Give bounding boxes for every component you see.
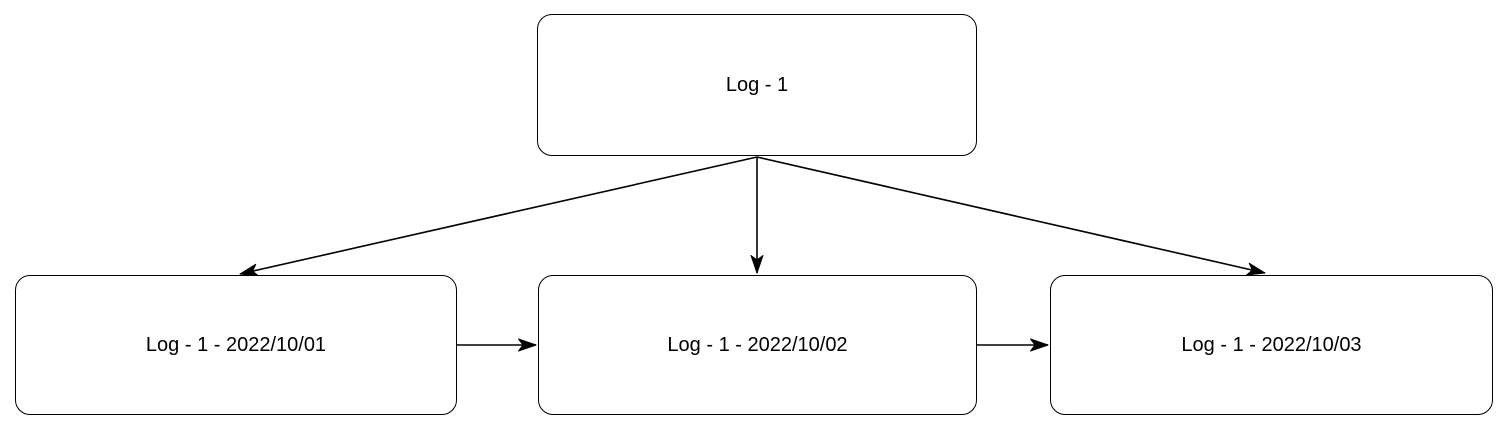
node-log-1: Log - 1 — [537, 14, 977, 156]
node-log-1-2022-10-01: Log - 1 - 2022/10/01 — [15, 275, 457, 415]
node-log-1-label: Log - 1 — [725, 74, 789, 96]
node-log-1-2022-10-02-label: Log - 1 - 2022/10/02 — [667, 334, 848, 356]
edge-arrow-root-to-day1 — [239, 156, 758, 277]
node-log-1-2022-10-01-label: Log - 1 - 2022/10/01 — [145, 334, 327, 356]
node-log-1-2022-10-02: Log - 1 - 2022/10/02 — [538, 275, 977, 415]
edge-arrow-root-to-day3 — [756, 156, 1266, 276]
node-log-1-2022-10-03: Log - 1 - 2022/10/03 — [1050, 275, 1493, 415]
node-log-1-2022-10-03-label: Log - 1 - 2022/10/03 — [1181, 334, 1362, 356]
